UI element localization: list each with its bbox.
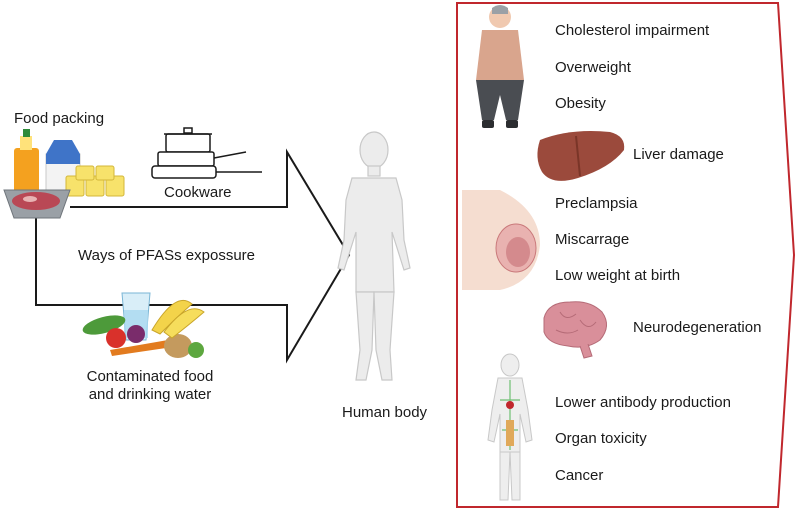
human-body-icon [337, 131, 411, 381]
effect-liver-damage: Liver damage [633, 146, 724, 163]
meat-tray-icon [3, 189, 71, 219]
cookware-label: Cookware [164, 184, 232, 201]
effect-low-weight: Low weight at birth [555, 267, 681, 284]
banana-icon [151, 299, 205, 339]
effect-organ-toxicity: Organ toxicity [555, 430, 647, 447]
effect-obesity: Obesity [555, 95, 606, 112]
liver-icon [537, 131, 625, 181]
human-body-label: Human body [342, 404, 428, 421]
yogurt-cups-icon [65, 165, 125, 197]
effect-cancer: Cancer [555, 467, 604, 484]
effect-preclampsia: Preclampsia [555, 195, 638, 212]
woman-figure-icon [476, 5, 524, 128]
exposure-arrow [35, 148, 351, 364]
ways-label: Ways of PFASs expossure [78, 247, 256, 264]
effect-miscarrage: Miscarrage [555, 231, 630, 248]
juice-carton-icon [14, 129, 39, 193]
food-packing-label: Food packing [14, 110, 105, 127]
effects-frame [456, 2, 796, 508]
pregnant-belly-icon [462, 190, 540, 290]
contaminated-label-line1: Contaminated food [86, 368, 214, 385]
lymphatic-system-icon [487, 353, 533, 501]
cooking-pots-icon [151, 127, 262, 179]
effect-overweight: Overweight [555, 59, 631, 76]
brain-icon [543, 301, 607, 359]
effect-neurodegeneration: Neurodegeneration [633, 319, 762, 336]
contaminated-label-line2: and drinking water [88, 386, 212, 403]
effect-cholesterol: Cholesterol impairment [555, 22, 710, 39]
vegetables-icon [82, 315, 204, 358]
effect-lower-antibody: Lower antibody production [555, 394, 731, 411]
